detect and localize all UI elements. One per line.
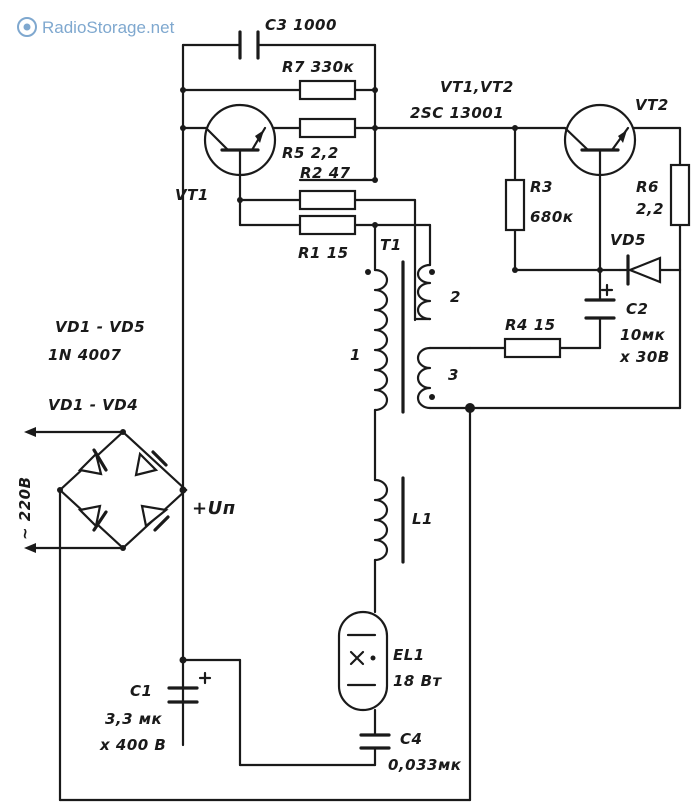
label-winding1: 1 [350,346,361,364]
resistor-r2 [298,189,357,211]
label-vt1: VT1 [175,186,209,204]
label-c4-value: 0,033мк [388,756,462,774]
label-vd5: VD5 [610,231,646,249]
resistor-r6 [669,163,691,227]
label-mains: ~ 220В [16,476,34,540]
resistor-r5 [298,117,357,139]
label-r7: R7 330к [282,58,355,76]
mains-terminals [24,427,36,553]
label-el1: EL1 [393,646,425,664]
label-diode-type: 1N 4007 [48,346,122,364]
winding-3 [416,346,432,410]
transistor-vt1 [203,103,277,177]
mains-bottom-arrow-icon [24,543,36,553]
mains-top-arrow-icon [24,427,36,437]
label-l1: L1 [412,510,433,528]
watermark: RadioStorage.net [17,17,175,37]
watermark-logo-icon [17,17,37,37]
resistor-r7 [298,79,357,101]
inductor-l1 [373,476,405,564]
label-vt2: VT2 [635,96,669,114]
lamp-el1 [337,610,389,712]
diode-vd1 [77,448,108,476]
diode-bridge [58,430,188,550]
capacitor-c4 [359,733,391,750]
transformer-t1 [365,260,435,414]
label-r4: R4 15 [505,316,556,334]
label-r3: R3 [530,178,553,196]
label-r3-value: 680к [530,208,574,226]
label-c1: C1 [130,682,152,700]
label-c2-cap: 10мк [620,326,666,344]
label-vd-group: VD1 - VD5 [55,318,145,336]
label-winding2: 2 [450,288,461,306]
watermark-logo-dot [23,23,31,31]
resistor-r4 [503,337,562,359]
label-r6-value: 2,2 [636,200,664,218]
winding-2 [416,263,432,321]
watermark-text: RadioStorage.net [42,18,175,37]
label-t1: T1 [380,236,402,254]
diode-vd3 [77,504,108,532]
label-winding3: 3 [448,366,459,384]
label-vt-pair: VT1,VT2 [440,78,514,96]
label-c1-volt: х 400 В [99,736,166,754]
capacitor-c3 [238,30,260,60]
labels: C3 1000 R7 330к VT1,VT2 2SC 13001 VT2 R5… [16,16,670,774]
diode-vd5 [618,254,662,286]
capacitor-c2 [584,283,616,320]
label-r5: R5 2,2 [282,144,339,162]
resistor-r3 [504,178,526,232]
label-c2-volt: х 30В [619,348,670,366]
label-r2: R2 47 [300,164,351,182]
winding-1 [373,268,389,412]
label-bridge: VD1 - VD4 [48,396,138,414]
label-r6: R6 [636,178,659,196]
label-supply: +Uп [192,498,236,519]
resistor-r1 [298,214,357,236]
transistor-vt2 [563,103,637,177]
label-c2: C2 [626,300,648,318]
junctions [57,87,518,664]
label-c1-cap: 3,3 мк [105,710,163,728]
label-r1: R1 15 [298,244,349,262]
capacitor-c1 [167,671,212,704]
label-c4: C4 [400,730,422,748]
junction-vd5 [597,267,603,273]
label-transistor-type: 2SC 13001 [410,104,504,122]
label-el1-power: 18 Вт [393,672,443,690]
diode-vd4 [140,504,170,532]
label-c3: C3 1000 [265,16,337,34]
diode-vd2 [134,450,168,477]
